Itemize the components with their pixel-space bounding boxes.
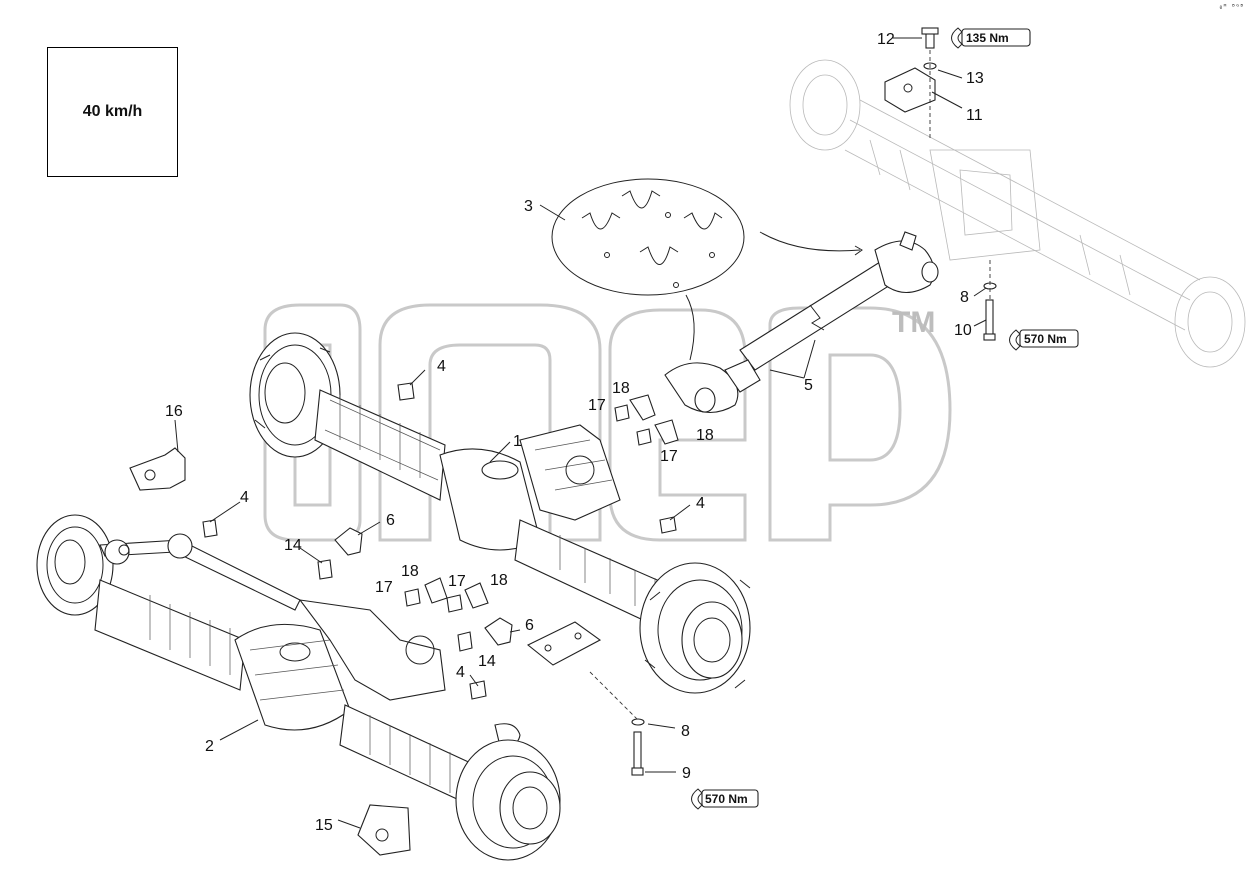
axle-part-1 [249, 332, 751, 694]
torque-label: 135 Nm [966, 31, 1009, 45]
fitting-part-17 [404, 404, 652, 613]
elbow-fitting-part-18 [424, 394, 679, 609]
torque-wrench-icon [951, 27, 1031, 49]
callout-18: 18 [490, 572, 508, 589]
clamp-kit-part-3 [551, 178, 863, 361]
callout-10: 10 [954, 322, 972, 339]
callout-6: 6 [386, 512, 395, 529]
elbow-fitting-part-6 [334, 527, 513, 646]
callout-18: 18 [612, 380, 630, 397]
mounting-plate [526, 621, 602, 666]
callout-8: 8 [960, 289, 969, 306]
bracket-part-16 [129, 447, 186, 491]
callout-3: 3 [524, 198, 533, 215]
bracket-part-15 [357, 804, 411, 856]
callout-4: 4 [456, 664, 465, 681]
callout-6: 6 [525, 617, 534, 634]
callout-18: 18 [401, 563, 419, 580]
callout-17: 17 [448, 573, 466, 590]
drive-shaft-part-5 [664, 231, 939, 414]
callout-4: 4 [696, 495, 705, 512]
callout-15: 15 [315, 817, 333, 834]
callout-13: 13 [966, 70, 984, 87]
speed-rating-label: 40 km/h [82, 103, 143, 120]
callout-17: 17 [375, 579, 393, 596]
cover-plate-part-11 [884, 67, 936, 113]
bolt-part-12 [921, 27, 939, 49]
callout-17: 17 [588, 397, 606, 414]
fitting-part-14 [317, 559, 473, 652]
leader-lines [174, 37, 987, 829]
reference-axle-faint [789, 59, 1246, 368]
callout-14: 14 [478, 653, 496, 670]
callout-2: 2 [205, 738, 214, 755]
corner-code: ₀ᴹ ᴮᴳᴮ [1218, 3, 1244, 11]
fitting-part-4 [202, 382, 677, 700]
axle-part-2 [36, 514, 561, 861]
callout-4: 4 [437, 358, 446, 375]
callout-17: 17 [660, 448, 678, 465]
callout-9: 9 [682, 765, 691, 782]
torque-wrench-icon [1009, 329, 1079, 351]
callout-14: 14 [284, 537, 302, 554]
callout-4: 4 [240, 489, 249, 506]
speed-rating-box: 40 km/h [47, 47, 178, 177]
watermark-tm: TM [892, 306, 935, 339]
callout-8: 8 [681, 723, 690, 740]
callout-1: 1 [513, 433, 522, 450]
torque-label: 570 Nm [1024, 332, 1067, 346]
callout-12: 12 [877, 31, 895, 48]
bolt-part-9 [631, 718, 645, 776]
callout-11: 11 [966, 107, 983, 124]
torque-wrench-icon [691, 788, 759, 810]
leader-dash [589, 671, 639, 721]
callout-5: 5 [804, 377, 813, 394]
torque-label: 570 Nm [705, 792, 748, 806]
callout-16: 16 [165, 403, 183, 420]
callout-18: 18 [696, 427, 714, 444]
